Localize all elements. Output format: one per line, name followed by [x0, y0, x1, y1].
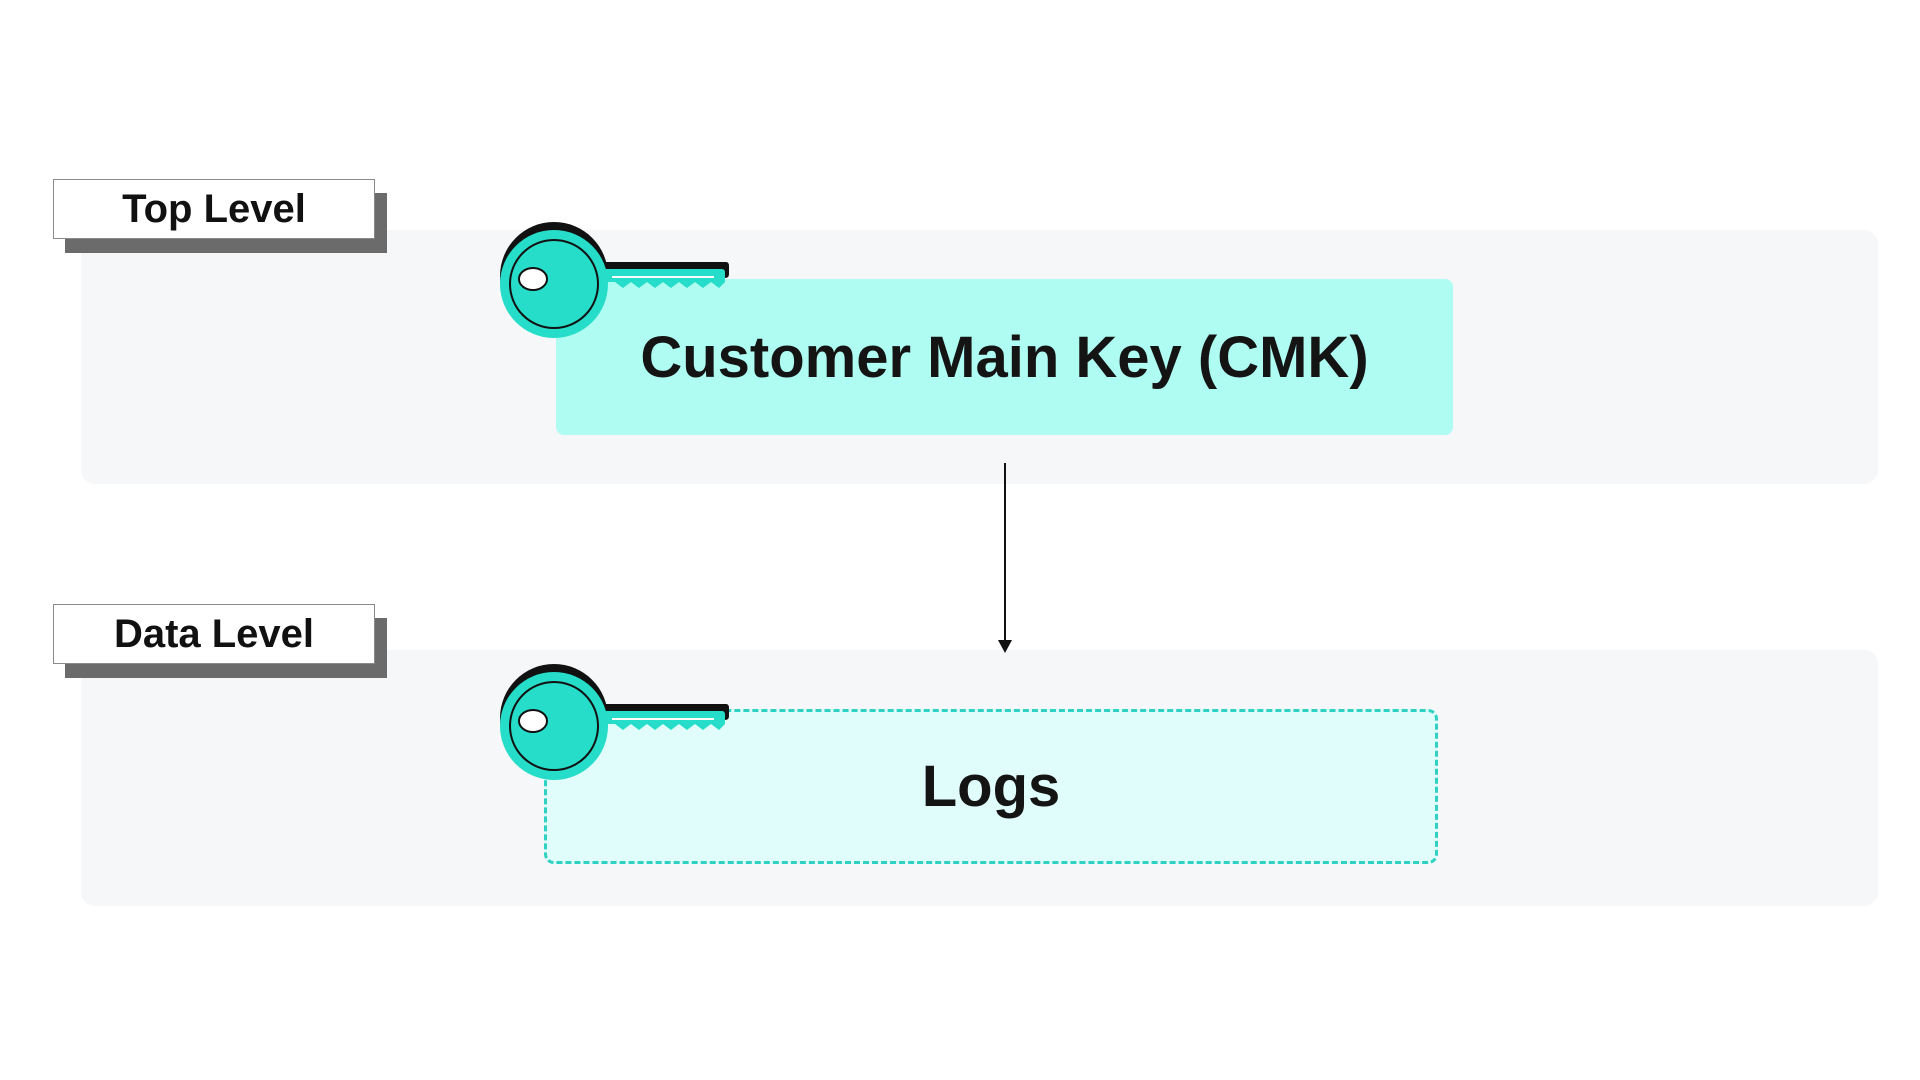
key-icon [500, 664, 729, 780]
cmk-node: Customer Main Key (CMK) [556, 279, 1453, 435]
key-icon [500, 222, 729, 338]
data-level-tag: Data Level [53, 604, 387, 678]
data-level-label: Data Level [53, 604, 375, 664]
top-level-label: Top Level [53, 179, 375, 239]
top-level-tag: Top Level [53, 179, 387, 253]
logs-node: Logs [544, 709, 1438, 864]
